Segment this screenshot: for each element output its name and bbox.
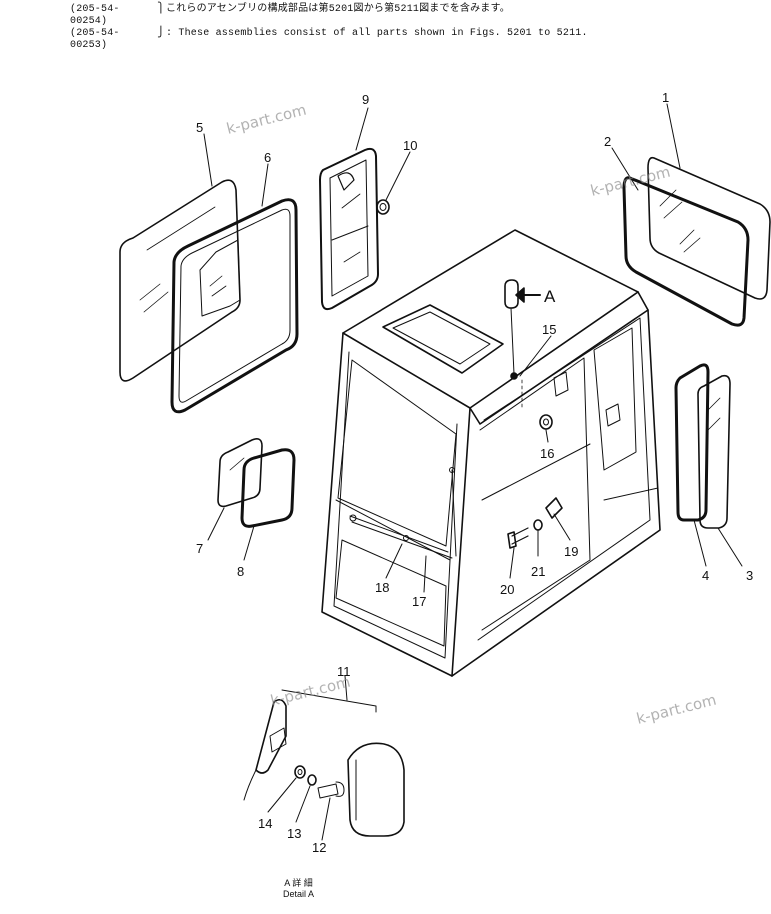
- small-right-window-glass: [697, 374, 731, 529]
- callout-19: 19: [564, 544, 578, 559]
- callout-7: 7: [196, 541, 203, 556]
- detail-caption-jp: A 詳 細: [284, 878, 313, 888]
- watermark-1: k-part.com: [225, 101, 309, 138]
- watermark-4: k-part.com: [635, 691, 719, 728]
- view-label-a: A: [544, 287, 556, 306]
- callout-21: 21: [531, 564, 545, 579]
- roof-mirror: [504, 279, 523, 409]
- small-right-window-seal: [674, 363, 710, 522]
- nut-16: [539, 414, 553, 430]
- assembly-code-2: (205-54-00253): [70, 28, 120, 51]
- door-window: [319, 147, 379, 311]
- english-note: : These assemblies consist of all parts …: [166, 28, 588, 39]
- callout-4: 4: [702, 568, 709, 583]
- detail-a-nut-14: [294, 765, 306, 779]
- view-arrowhead: [515, 287, 525, 303]
- right-window-seal: [622, 176, 750, 327]
- detail-a-mirror-body: [347, 742, 405, 837]
- callout-15: 15: [542, 322, 556, 337]
- detail-a-washer-13: [307, 774, 317, 786]
- left-window-seal: [170, 198, 299, 414]
- watermark-3: k-part.com: [269, 673, 353, 710]
- small-rear-window-seal: [240, 448, 296, 528]
- callout-11: 11: [337, 664, 351, 679]
- detail-caption-en: Detail A: [283, 889, 315, 899]
- washer-21: [533, 519, 543, 531]
- callout-1: 1: [662, 90, 669, 105]
- leader-lines: [203, 103, 743, 841]
- right-window-glass: [647, 156, 771, 300]
- callout-16: 16: [540, 446, 554, 461]
- callout-8: 8: [237, 564, 244, 579]
- callout-14: 14: [258, 816, 272, 831]
- cab-frame: [321, 229, 661, 677]
- callout-10: 10: [403, 138, 417, 153]
- bracket-19: [545, 497, 563, 519]
- door-knob: [376, 199, 390, 215]
- detail-a-mirror-stay: [243, 698, 287, 801]
- left-window-glass: [119, 179, 241, 382]
- detail-a-bolt-12: [317, 781, 345, 799]
- callout-2: 2: [604, 134, 611, 149]
- callout-5: 5: [196, 120, 203, 135]
- callout-18: 18: [375, 580, 389, 595]
- assembly-code-1: (205-54-00254): [70, 4, 120, 27]
- detail-caption: A 詳 細 Detail A: [283, 878, 314, 900]
- callout-13: 13: [287, 826, 301, 841]
- bolt-20: [507, 527, 529, 549]
- small-rear-window-glass: [217, 438, 263, 508]
- detail-a-bracket-line: [281, 689, 377, 713]
- callout-17: 17: [412, 594, 426, 609]
- watermark-2: k-part.com: [589, 163, 673, 200]
- header-note: (205-54-00254) ⎫ これらのアセンブリの構成部品は第5201図から…: [70, 4, 588, 51]
- callout-20: 20: [500, 582, 514, 597]
- callout-12: 12: [312, 840, 326, 855]
- callout-3: 3: [746, 568, 753, 583]
- callout-9: 9: [362, 92, 369, 107]
- japanese-note: これらのアセンブリの構成部品は第5201図から第5211図までを含みます。: [166, 4, 510, 15]
- callout-6: 6: [264, 150, 271, 165]
